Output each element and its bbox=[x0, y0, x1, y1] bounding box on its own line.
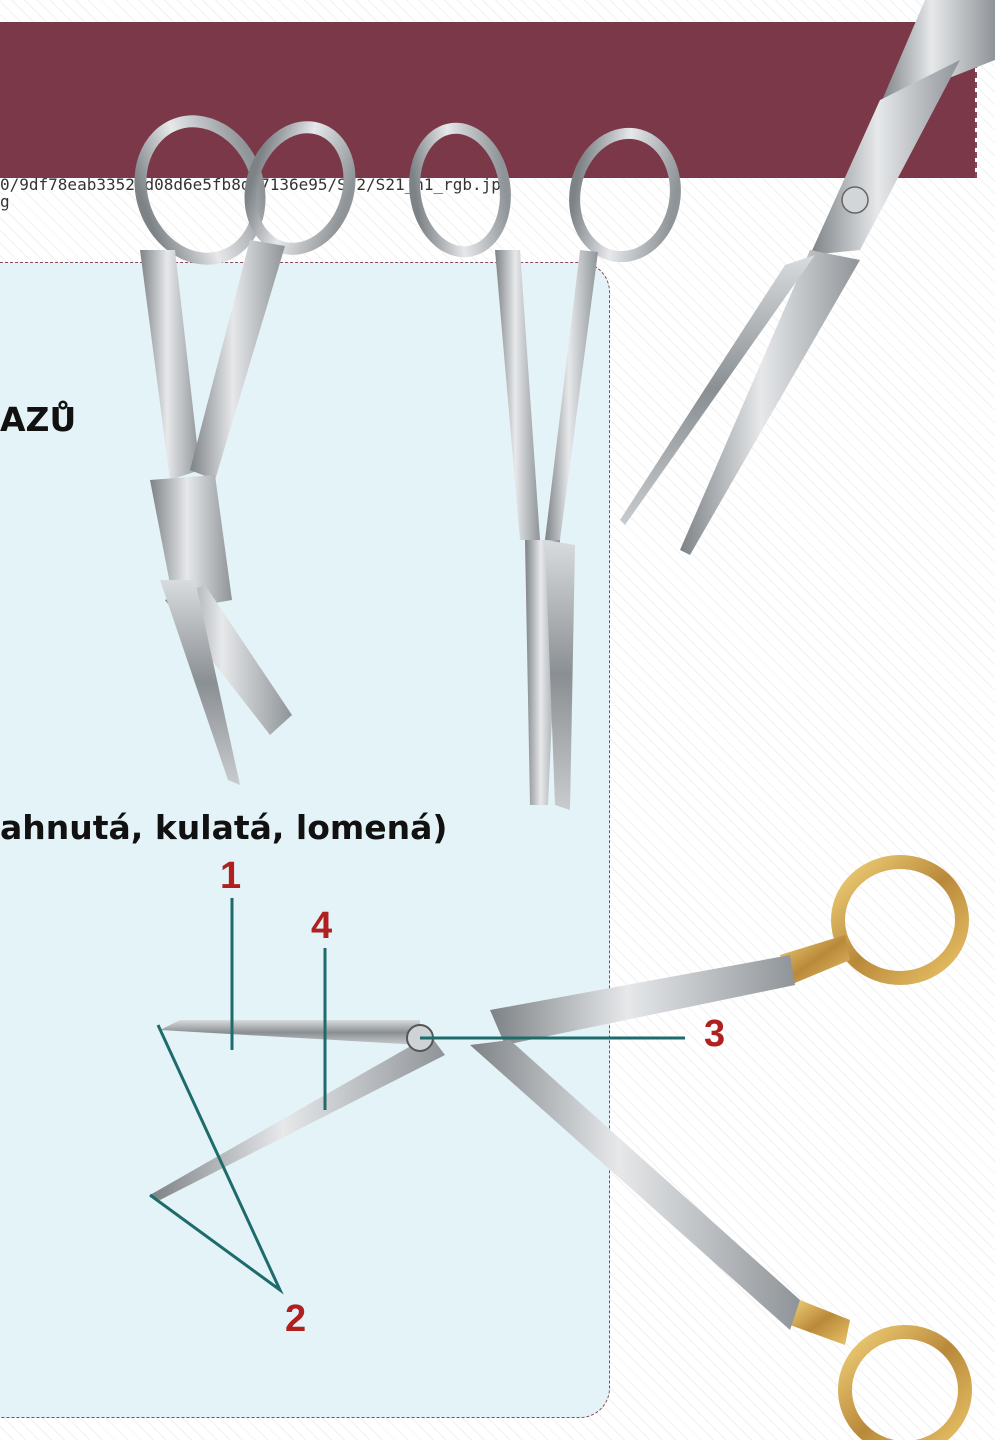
scissors-closeup-image bbox=[620, 0, 995, 555]
metzenbaum-scissors-image bbox=[150, 862, 965, 1440]
callout-lines bbox=[150, 898, 685, 1290]
bandage-scissors-image bbox=[122, 104, 365, 785]
callout-label-4: 4 bbox=[311, 905, 332, 948]
callout-label-1: 1 bbox=[220, 855, 241, 898]
callout-label-3: 3 bbox=[704, 1013, 725, 1056]
callout-line-2 bbox=[150, 1025, 280, 1290]
callout-label-2: 2 bbox=[285, 1298, 306, 1341]
straight-scissors-image bbox=[407, 122, 685, 810]
